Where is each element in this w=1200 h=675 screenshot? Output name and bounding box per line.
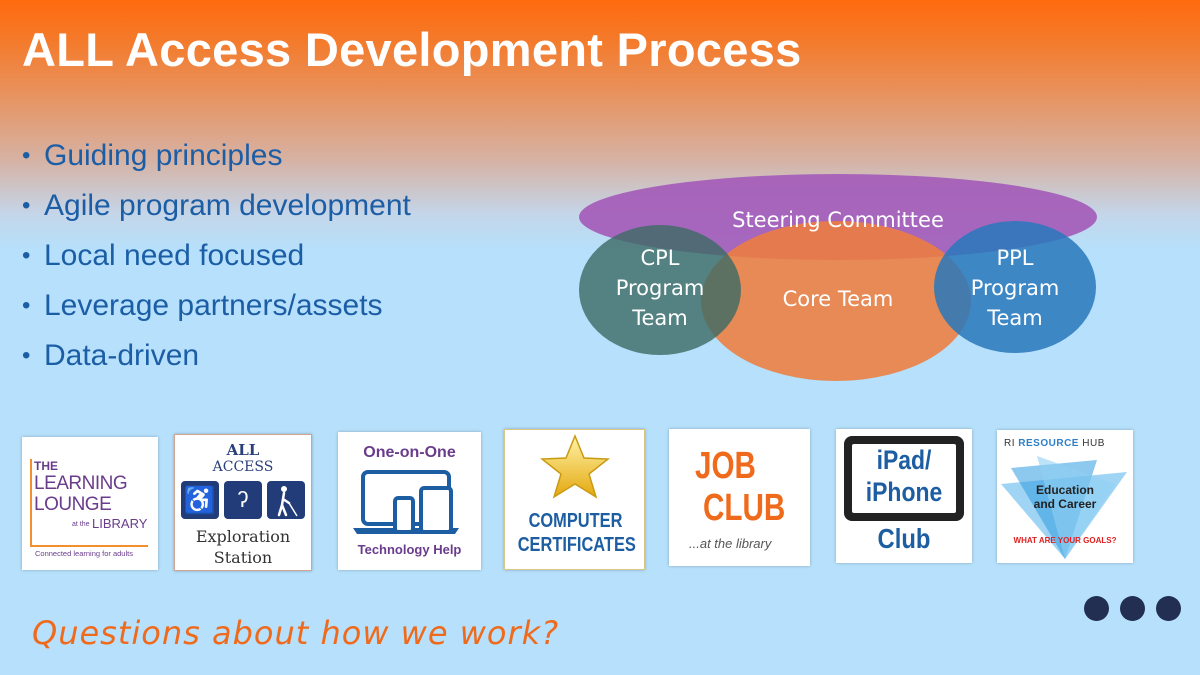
- bullet-item: • Data-driven: [22, 337, 411, 387]
- certificates-label: CERTIFICATES: [517, 534, 636, 556]
- bullet-text: Local need focused: [44, 239, 305, 272]
- ipad-label: iPad/: [876, 445, 932, 475]
- and-career-label: and Career: [1033, 497, 1097, 511]
- all-access-tile: ALL ACCESS ♿ ʔ Exploration Station: [174, 434, 312, 571]
- education-label: Education: [1035, 483, 1094, 497]
- computer-certificates-tile: COMPUTER CERTIFICATES: [504, 429, 645, 570]
- core-team-ellipse: [701, 221, 971, 381]
- bullet-item: • Local need focused: [22, 237, 411, 287]
- cpl-label: Team: [631, 306, 688, 330]
- dot-icon: [1156, 596, 1181, 621]
- steering-committee-label: Steering Committee: [732, 208, 944, 232]
- learning-lounge-tile: THE LEARNING LOUNGE at the LIBRARY Conne…: [22, 437, 158, 570]
- ppl-team-ellipse: [934, 221, 1096, 353]
- all-access-access: ACCESS: [212, 459, 274, 475]
- club-label: Club: [877, 523, 931, 554]
- slide-title: ALL Access Development Process: [22, 23, 802, 76]
- technology-help-label: Technology Help: [357, 542, 462, 557]
- lounge-library: LIBRARY: [92, 516, 148, 531]
- ppl-label: Program: [971, 276, 1060, 300]
- devices-icon: [351, 470, 467, 536]
- job-club-tagline: ...at the library: [689, 536, 772, 551]
- goals-tagline: WHAT ARE YOUR GOALS?: [1013, 536, 1117, 545]
- gold-star-icon: [539, 434, 611, 500]
- bullet-dot: •: [22, 342, 31, 369]
- bullet-item: • Leverage partners/assets: [22, 287, 411, 337]
- bullet-list: • Guiding principles • Agile program devel…: [22, 137, 411, 387]
- brand-hub: HUB: [1082, 438, 1105, 449]
- exploration-label: Exploration: [195, 527, 291, 546]
- bullet-dot: •: [22, 242, 31, 269]
- wheelchair-icon: ♿: [181, 481, 219, 519]
- bullet-dot: •: [22, 292, 31, 319]
- orange-rule: [30, 545, 148, 547]
- team-venn-diagram: Steering Committee Core Team CPL Program…: [579, 174, 1097, 381]
- ppl-label: Team: [986, 306, 1043, 330]
- club-label: CLUB: [703, 487, 786, 529]
- accessibility-icons: ♿ ʔ: [181, 481, 305, 521]
- bullet-text: Data-driven: [44, 339, 200, 372]
- lounge-the: THE: [34, 459, 58, 473]
- cpl-label: CPL: [640, 246, 679, 270]
- cpl-team-ellipse: [579, 225, 741, 355]
- lounge-at-the: at the: [72, 521, 90, 528]
- more-options-button[interactable]: [1084, 596, 1192, 626]
- dot-icon: [1084, 596, 1109, 621]
- iphone-label: iPhone: [865, 477, 943, 507]
- resource-hub-brand: RI RESOURCE HUB: [1004, 438, 1105, 449]
- blind-cane-icon: [267, 481, 305, 519]
- cpl-label: Program: [616, 276, 705, 300]
- tablet-icon: [844, 436, 964, 521]
- job-club-tile: JOB CLUB ...at the library: [669, 429, 810, 566]
- one-on-one-heading: One-on-One: [363, 444, 456, 461]
- ipad-iphone-club-tile: iPad/ iPhone Club: [836, 429, 972, 563]
- bullet-text: Guiding principles: [44, 139, 283, 172]
- bullet-text: Leverage partners/assets: [44, 289, 383, 322]
- core-team-label: Core Team: [783, 287, 894, 311]
- questions-prompt: Questions about how we work?: [32, 614, 560, 652]
- brand-resource: RESOURCE: [1018, 438, 1079, 449]
- ppl-label: PPL: [996, 246, 1033, 270]
- orange-rule: [30, 459, 32, 545]
- one-on-one-tile: One-on-One Technology Help: [338, 432, 481, 570]
- bullet-dot: •: [22, 142, 31, 169]
- bullet-dot: •: [22, 192, 31, 219]
- goals-fan-graphic: [997, 454, 1133, 562]
- dot-icon: [1120, 596, 1145, 621]
- brand-ri: RI: [1004, 438, 1015, 449]
- lounge-learning: LEARNING: [34, 473, 128, 494]
- lounge-lounge: LOUNGE: [34, 494, 112, 515]
- resource-hub-tile: RI RESOURCE HUB Education and Career WHA…: [997, 430, 1133, 563]
- computer-label: COMPUTER: [528, 510, 623, 532]
- hearing-assist-icon: ʔ: [224, 481, 262, 519]
- job-label: JOB: [695, 445, 756, 487]
- lounge-tagline: Connected learning for adults: [35, 549, 133, 558]
- all-access-all: ALL: [226, 441, 260, 459]
- bullet-item: • Agile program development: [22, 187, 411, 237]
- tablet-screen: [852, 444, 956, 513]
- bullet-text: Agile program development: [44, 189, 411, 222]
- bullet-item: • Guiding principles: [22, 137, 411, 187]
- station-label: Station: [213, 548, 273, 567]
